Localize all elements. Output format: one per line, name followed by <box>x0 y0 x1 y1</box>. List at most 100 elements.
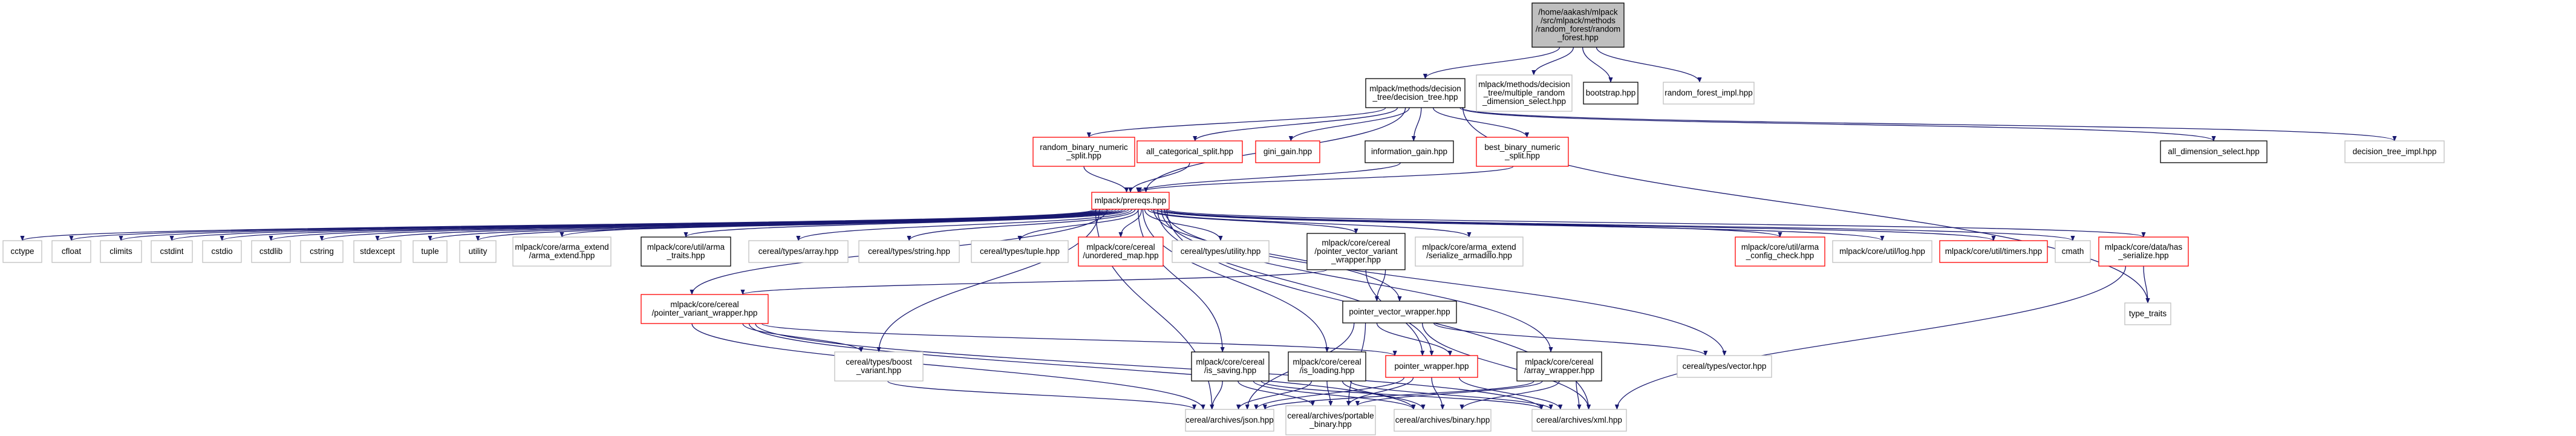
node-armatraits[interactable]: mlpack/core/util/arma_traits.hpp <box>641 236 731 267</box>
node-pvvw[interactable]: mlpack/core/cereal/pointer_vector_varian… <box>1306 233 1406 270</box>
node-arraywrap-label-line: /array_wrapper.hpp <box>1524 366 1594 375</box>
node-cerealutil[interactable]: cereal/types/utility.hpp <box>1172 240 1270 263</box>
node-root[interactable]: /home/aakash/mlpack/src/mlpack/methods/r… <box>1531 2 1625 48</box>
edge-ptrwrap-to-binary <box>1431 377 1445 410</box>
node-rfimpl-box <box>1663 82 1755 105</box>
node-cstdio[interactable]: cstdio <box>202 240 242 263</box>
node-mrds[interactable]: mlpack/methods/decision_tree/multiple_ra… <box>1476 74 1573 112</box>
node-alldim[interactable]: all_dimension_select.hpp <box>2160 140 2268 163</box>
node-binary-box <box>1394 409 1492 432</box>
node-stdexcept[interactable]: stdexcept <box>353 240 402 263</box>
edge-dt-to-alldim <box>1459 107 2216 142</box>
node-stdexcept-box <box>353 240 402 263</box>
node-issaving-box <box>1191 351 1270 382</box>
edge-pvvw-to-pvecw <box>1374 269 1386 302</box>
node-log[interactable]: mlpack/core/util/log.hpp <box>1832 240 1932 263</box>
edge-root-to-dt <box>1423 47 1560 79</box>
node-armacfg[interactable]: mlpack/core/util/arma_config_check.hpp <box>1735 236 1825 267</box>
node-armacfg-label-line: _config_check.hpp <box>1746 251 1815 260</box>
node-cstdlib[interactable]: cstdlib <box>251 240 291 263</box>
node-arraywrap[interactable]: mlpack/core/cereal/array_wrapper.hpp <box>1516 351 1602 382</box>
node-cstring[interactable]: cstring <box>300 240 344 263</box>
node-rfimpl[interactable]: random_forest_impl.hpp <box>1663 82 1755 105</box>
node-cerealarray[interactable]: cereal/types/array.hpp <box>748 240 849 263</box>
node-cfloat[interactable]: cfloat <box>51 240 91 263</box>
edge-issaving-to-binary <box>1253 380 1416 410</box>
node-cerealtuple-label-line: cereal/types/tuple.hpp <box>980 247 1060 256</box>
node-binary[interactable]: cereal/archives/binary.hpp <box>1394 409 1492 432</box>
node-utility[interactable]: utility <box>459 240 497 263</box>
node-json[interactable]: cereal/archives/json.hpp <box>1185 409 1274 432</box>
node-rbns[interactable]: random_binary_numeric_split.hpp <box>1032 137 1135 167</box>
node-ptrwrap[interactable]: pointer_wrapper.hpp <box>1385 355 1478 378</box>
edge-arraywrap-to-binary <box>1459 380 1560 410</box>
node-cctype[interactable]: cctype <box>2 240 42 263</box>
dependency-edges <box>20 47 2397 410</box>
node-unordmap-label-line: /unordered_map.hpp <box>1083 251 1158 260</box>
node-typetraits[interactable]: type_traits <box>2124 302 2171 325</box>
node-cerealstring-label-line: cereal/types/string.hpp <box>868 247 950 256</box>
node-armaext-label-line: /arma_extend.hpp <box>529 251 595 260</box>
node-bbns[interactable]: best_binary_numeric_split.hpp <box>1476 137 1569 167</box>
edge-dt-to-acs <box>1193 107 1398 142</box>
node-xml[interactable]: cereal/archives/xml.hpp <box>1531 409 1627 432</box>
node-portbin-label-line: cereal/archives/portable <box>1287 411 1374 420</box>
node-hasser-label-line: mlpack/core/data/has <box>2105 242 2183 252</box>
node-cerealvector[interactable]: cereal/types/vector.hpp <box>1677 355 1772 378</box>
node-unordmap[interactable]: mlpack/core/cereal/unordered_map.hpp <box>1078 236 1164 267</box>
node-sermat-box <box>1415 236 1524 267</box>
node-climits-box <box>100 240 142 263</box>
node-boostvar[interactable]: cereal/types/boost_variant.hpp <box>834 351 924 382</box>
edge-pvvw-to-pvw <box>740 269 1328 295</box>
node-binary-label-line: cereal/archives/binary.hpp <box>1395 415 1490 425</box>
node-gini[interactable]: gini_gain.hpp <box>1255 140 1320 163</box>
node-hasser-box <box>2098 236 2189 267</box>
edge-acs-to-prereqs <box>1128 162 1190 193</box>
edge-prereqs-to-armaext <box>559 209 1126 238</box>
node-dtimpl[interactable]: decision_tree_impl.hpp <box>2344 140 2445 163</box>
node-prereqs[interactable]: mlpack/prereqs.hpp <box>1091 192 1170 210</box>
node-pvw[interactable]: mlpack/core/cereal/pointer_variant_wrapp… <box>641 294 769 324</box>
node-prereqs-label-line: mlpack/prereqs.hpp <box>1095 196 1167 205</box>
node-hasser[interactable]: mlpack/core/data/has_serialize.hpp <box>2098 236 2189 267</box>
node-tuple[interactable]: tuple <box>412 240 448 263</box>
node-cctype-box <box>2 240 42 263</box>
node-rbns-label-line: _split.hpp <box>1066 151 1101 160</box>
node-portbin-box <box>1285 405 1376 435</box>
node-root-label-line: /src/mlpack/methods <box>1541 16 1616 25</box>
node-isloading[interactable]: mlpack/core/cereal/is_loading.hpp <box>1288 351 1366 382</box>
edge-root-to-bootstrap <box>1582 47 1613 83</box>
node-bootstrap[interactable]: bootstrap.hpp <box>1583 82 1639 105</box>
node-cstring-box <box>300 240 344 263</box>
node-sermat[interactable]: mlpack/core/arma_extend/serialize_armadi… <box>1415 236 1524 267</box>
node-cerealtuple-box <box>971 240 1069 263</box>
node-cerealutil-box <box>1172 240 1270 263</box>
edge-pvw-to-binary <box>748 323 1416 410</box>
edge-rbns-to-prereqs <box>1083 166 1129 193</box>
node-armaext[interactable]: mlpack/core/arma_extend/arma_extend.hpp <box>512 236 611 267</box>
node-rbns-label-line: random_binary_numeric <box>1040 143 1128 152</box>
node-boostvar-box <box>834 351 924 382</box>
node-infogain-box <box>1365 140 1454 163</box>
edge-prereqs-to-sermat <box>1150 209 1472 238</box>
node-climits[interactable]: climits <box>100 240 142 263</box>
node-cstring-label-line: cstring <box>310 247 334 256</box>
node-portbin[interactable]: cereal/archives/portable_binary.hpp <box>1285 405 1376 435</box>
node-cmath[interactable]: cmath <box>2055 240 2091 263</box>
node-dt[interactable]: mlpack/methods/decision_tree/decision_tr… <box>1365 78 1466 108</box>
node-typetraits-box <box>2124 302 2171 325</box>
node-cerealstring[interactable]: cereal/types/string.hpp <box>858 240 960 263</box>
node-rfimpl-label-line: random_forest_impl.hpp <box>1665 88 1753 97</box>
node-issaving[interactable]: mlpack/core/cereal/is_saving.hpp <box>1191 351 1270 382</box>
node-boostvar-label-line: cereal/types/boost <box>846 357 912 366</box>
node-cerealtuple[interactable]: cereal/types/tuple.hpp <box>971 240 1069 263</box>
node-infogain[interactable]: information_gain.hpp <box>1365 140 1454 163</box>
node-pvvw-box <box>1306 233 1406 270</box>
node-acs[interactable]: all_categorical_split.hpp <box>1136 140 1243 163</box>
edge-prereqs-to-climits <box>119 209 1101 241</box>
node-cstdint[interactable]: cstdint <box>151 240 193 263</box>
node-pvvw-label-line: /pointer_vector_variant <box>1314 247 1398 256</box>
node-pvecw[interactable]: pointer_vector_wrapper.hpp <box>1342 301 1457 324</box>
node-cmath-label-line: cmath <box>2062 247 2084 256</box>
node-timers[interactable]: mlpack/core/util/timers.hpp <box>1939 240 2048 263</box>
